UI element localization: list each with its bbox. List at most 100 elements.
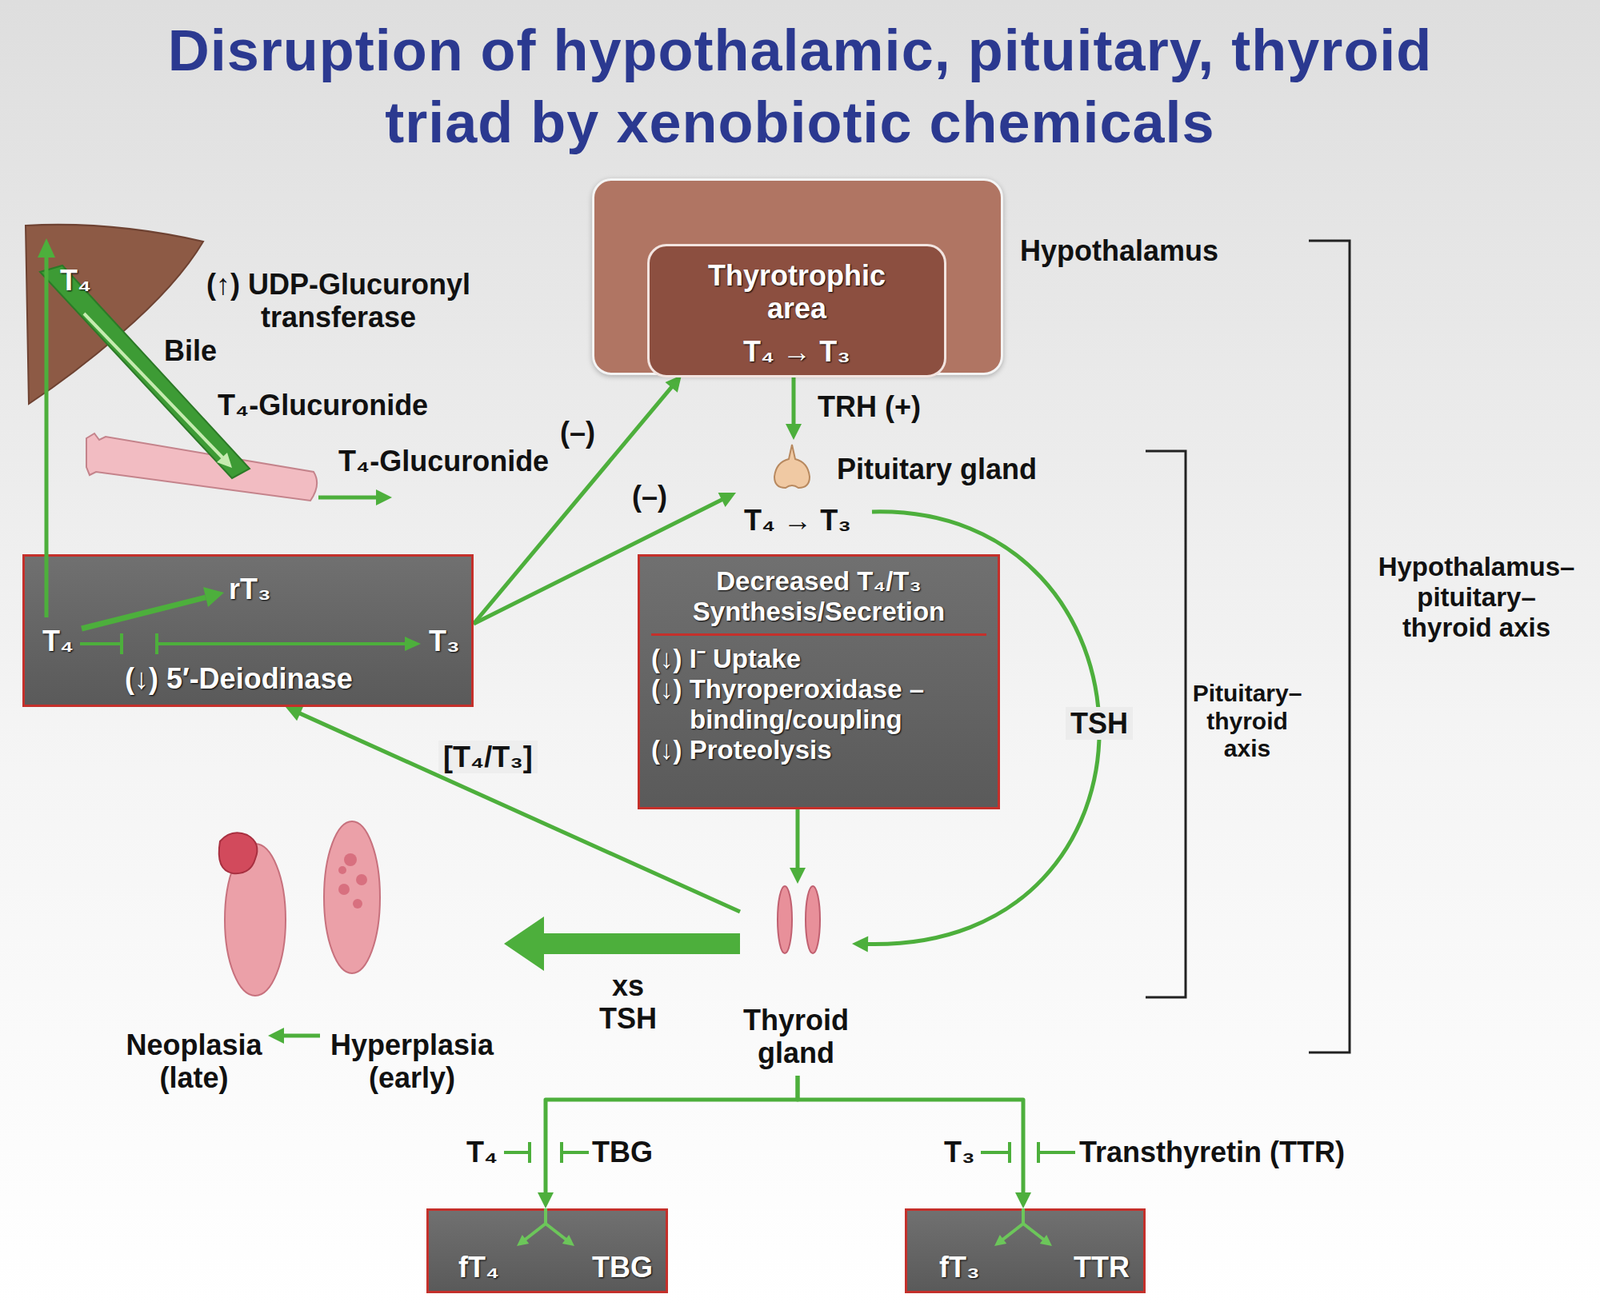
text-holder: TTR xyxy=(1073,1251,1130,1284)
rt3-arrow xyxy=(81,597,206,629)
label: Transthyretin (TTR) xyxy=(1079,1136,1345,1169)
connector xyxy=(797,1076,1032,1209)
arrowhead xyxy=(285,706,304,721)
arrowhead xyxy=(268,1028,284,1044)
node-text: Neoplasia (late) xyxy=(120,1028,268,1096)
arrowhead xyxy=(665,375,683,393)
text-holder: (–) xyxy=(560,416,596,449)
text-holder: rT₃ xyxy=(228,572,272,606)
tumor xyxy=(219,832,258,874)
axis-bracket xyxy=(1308,240,1350,1053)
nodule xyxy=(344,853,357,867)
node-text: Thyrotrophic area xyxy=(692,259,901,326)
pituitary-icon xyxy=(774,444,810,488)
arrowhead xyxy=(852,936,868,952)
arrowhead xyxy=(994,1235,1007,1247)
edge-label: (–) xyxy=(560,416,596,449)
nodule xyxy=(338,884,350,896)
node-text: (↓) Proteolysis xyxy=(651,735,987,766)
arrowhead xyxy=(562,1235,575,1247)
node-text: (↓) I⁻ Uptake xyxy=(651,644,987,675)
label: T₄-Glucuronide xyxy=(338,444,549,478)
edge-label: TRH (+) xyxy=(817,390,921,424)
label: (↑) UDP-Glucuronyl transferase xyxy=(194,268,483,335)
binding-marks xyxy=(504,1142,1076,1164)
label: Bile xyxy=(164,334,217,368)
text-holder: fT₃ xyxy=(939,1251,980,1284)
connector-line xyxy=(542,933,740,955)
nodule xyxy=(356,874,368,886)
text-holder: Pituitary–thyroid axis xyxy=(1187,680,1308,764)
text-holder: T₃ xyxy=(944,1136,976,1169)
arrowhead xyxy=(789,868,806,884)
label: T₄ xyxy=(60,264,92,297)
arrowhead xyxy=(785,424,802,440)
label: T₃ xyxy=(944,1136,976,1169)
node-text: (↓) Thyroperoxidase – binding/coupling xyxy=(651,674,987,736)
title: Disruption of hypothalamic, pituitary, t… xyxy=(120,14,1480,159)
synthesis-box: Decreased T₄/T₃ Synthesis/Secretion (↓) I… xyxy=(637,554,1000,810)
text-holder: xs TSH xyxy=(596,969,660,1036)
node-text: Hypothalamus xyxy=(1020,234,1219,268)
deiodinase-block xyxy=(80,633,407,655)
text-holder: (–) xyxy=(632,480,668,513)
text-holder: T₄-Glucuronide xyxy=(338,444,549,478)
pituitary-node: Pituitary glandT₄ → T₃ xyxy=(736,440,872,538)
node-text: fT₄ xyxy=(458,1251,500,1284)
text-holder: TBG xyxy=(592,1251,653,1284)
axis-bracket xyxy=(1145,451,1186,998)
node-text: Pituitary gland xyxy=(836,452,1037,486)
node-text: Thyroid gland xyxy=(740,1004,852,1071)
text-holder: T₄ xyxy=(466,1136,498,1169)
node-text: rT₃ xyxy=(228,572,272,606)
hyperplasia-node: Hyperplasia (early) xyxy=(320,816,504,1076)
text-holder: Transthyretin (TTR) xyxy=(1079,1136,1345,1169)
split-arrow xyxy=(1001,1208,1045,1241)
text-holder: TSH xyxy=(1065,707,1133,740)
text-holder: fT₄ xyxy=(458,1251,500,1284)
connector-line xyxy=(792,375,796,426)
node-text: TBG xyxy=(592,1251,653,1284)
text-holder: T₄ xyxy=(60,264,92,297)
text-holder: [T₄/T₃] xyxy=(438,740,538,774)
free-t3-box: fT₃ TTR xyxy=(904,1208,1146,1294)
arrowhead xyxy=(37,238,56,258)
label: T₄-Glucuronide xyxy=(217,388,428,422)
thyroid-node: Thyroid gland xyxy=(740,884,852,1076)
text-holder: Hypothalamus–pituitary–thyroid axis xyxy=(1374,552,1579,644)
node-text: T₄ → T₃ xyxy=(649,335,944,368)
bile-arrowhead xyxy=(216,452,232,468)
label: Pituitary–thyroid axis xyxy=(1187,680,1308,764)
deiodinase-box: rT₃T₄T₃(↓) 5′-Deiodinase xyxy=(22,554,474,708)
arrowhead xyxy=(504,916,544,972)
connector-line xyxy=(796,809,800,870)
text-holder: Neoplasia (late) xyxy=(120,1028,268,1096)
node-text: T₄ → T₃ xyxy=(744,504,852,537)
thyrotrophic-box: Thyrotrophic area T₄ → T₃ xyxy=(647,244,947,378)
glucuronide-arrow xyxy=(318,496,378,500)
node-text: T₄ xyxy=(42,624,74,658)
text-holder: Hypothalamus xyxy=(1020,234,1219,268)
label: Hypothalamus–pituitary–thyroid axis xyxy=(1374,552,1579,644)
connector-line xyxy=(545,1076,798,1195)
glucuronide-arrowhead xyxy=(376,489,392,506)
edge-label: xs TSH xyxy=(596,969,660,1036)
arrowhead xyxy=(404,636,421,652)
edge-label: TSH xyxy=(1065,707,1133,740)
arrowhead xyxy=(203,587,224,608)
text-holder: Thyroid gland xyxy=(740,1004,852,1071)
bile-arrow xyxy=(84,313,223,458)
text-holder: T₄-Glucuronide xyxy=(217,388,428,422)
label: T₄ xyxy=(466,1136,498,1169)
split-arrow xyxy=(524,1208,568,1241)
liver xyxy=(25,224,204,404)
node-text: (↓) 5′-Deiodinase xyxy=(124,662,353,696)
connector xyxy=(789,809,806,884)
arrowhead xyxy=(516,1235,529,1247)
label: TBG xyxy=(592,1136,653,1169)
text-holder: Disruption of hypothalamic, pituitary, t… xyxy=(120,14,1480,159)
node-text: Hyperplasia (early) xyxy=(320,1028,504,1096)
hyperplasia-lobe xyxy=(324,821,380,974)
nodule xyxy=(338,866,347,875)
node-text: Decreased T₄/T₃ Synthesis/Secretion xyxy=(651,566,987,636)
